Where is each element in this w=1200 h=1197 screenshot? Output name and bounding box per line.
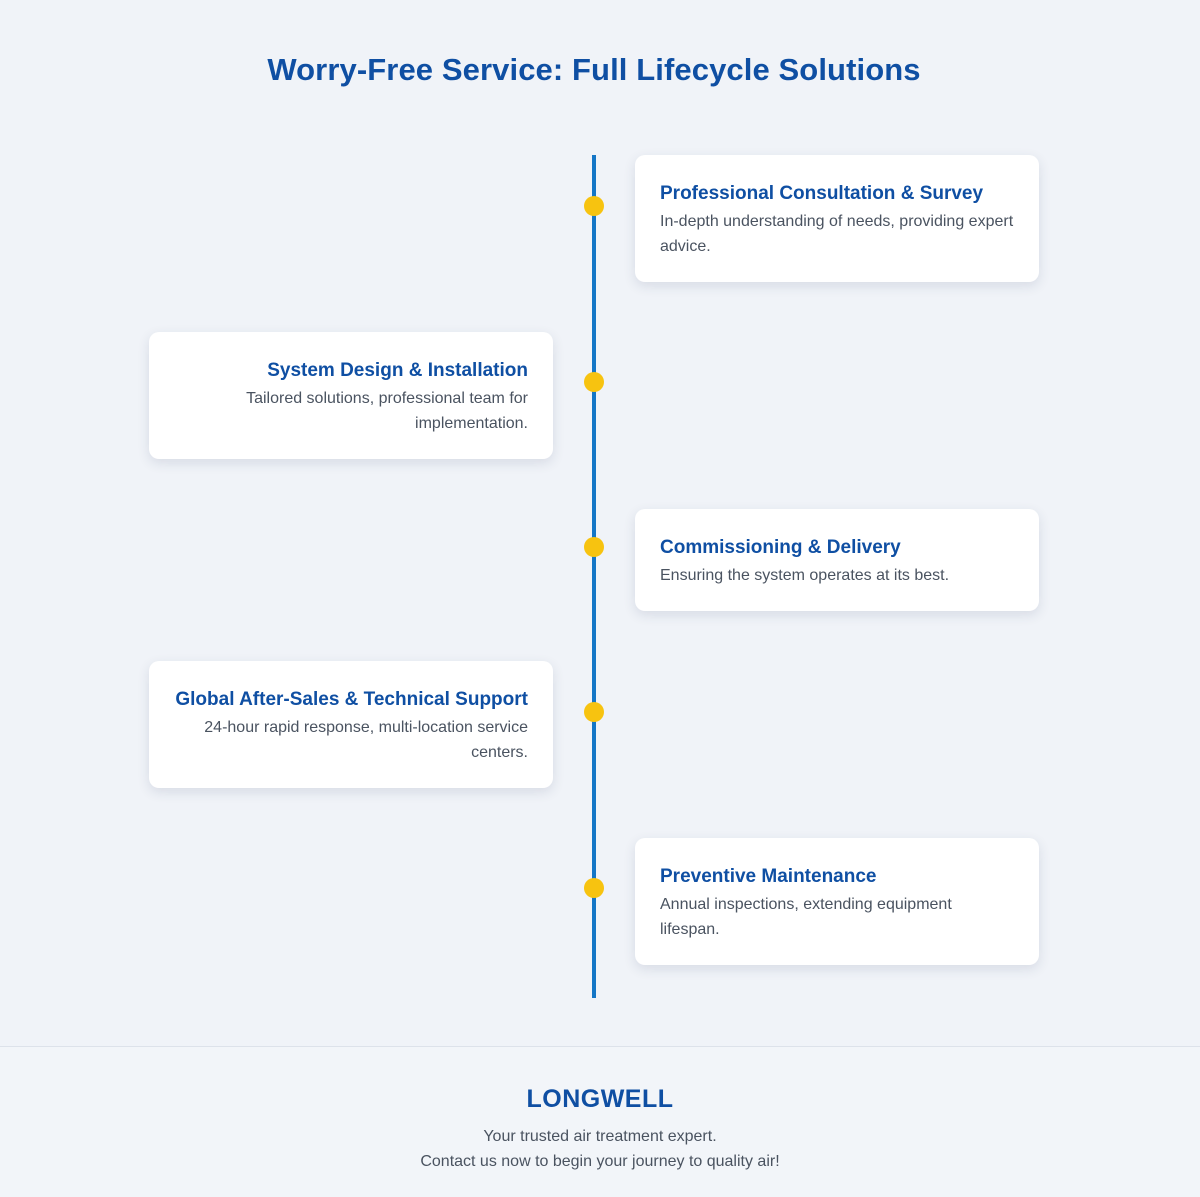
timeline-card-commissioning: Commissioning & Delivery Ensuring the sy… [635,509,1039,611]
timeline-line [592,155,596,998]
card-description: In-depth understanding of needs, providi… [660,213,1014,255]
timeline-card-maintenance: Preventive Maintenance Annual inspection… [635,838,1039,965]
footer-tagline: Your trusted air treatment expert. [483,1128,717,1145]
timeline-card-consultation: Professional Consultation & Survey In-de… [635,155,1039,282]
card-title: Preventive Maintenance [660,866,877,887]
card-title: System Design & Installation [267,360,528,381]
timeline-marker-3 [584,537,604,557]
timeline-marker-5 [584,878,604,898]
page-title: Worry-Free Service: Full Lifecycle Solut… [267,52,921,87]
card-title: Professional Consultation & Survey [660,183,984,204]
footer: LONGWELL Your trusted air treatment expe… [0,1046,1200,1197]
card-description: Annual inspections, extending equipment … [660,896,952,938]
timeline-card-design-installation: System Design & Installation Tailored so… [149,332,553,459]
card-title: Commissioning & Delivery [660,537,901,558]
timeline-marker-2 [584,372,604,392]
brand-logo-text: LONGWELL [526,1085,674,1113]
card-description: Tailored solutions, professional team fo… [246,390,528,432]
timeline-card-after-sales: Global After-Sales & Technical Support 2… [149,661,553,788]
footer-cta: Contact us now to begin your journey to … [420,1153,780,1170]
card-description: Ensuring the system operates at its best… [660,567,950,584]
card-title: Global After-Sales & Technical Support [175,689,528,710]
timeline-marker-4 [584,702,604,722]
timeline-marker-1 [584,196,604,216]
card-description: 24-hour rapid response, multi-location s… [204,719,528,761]
